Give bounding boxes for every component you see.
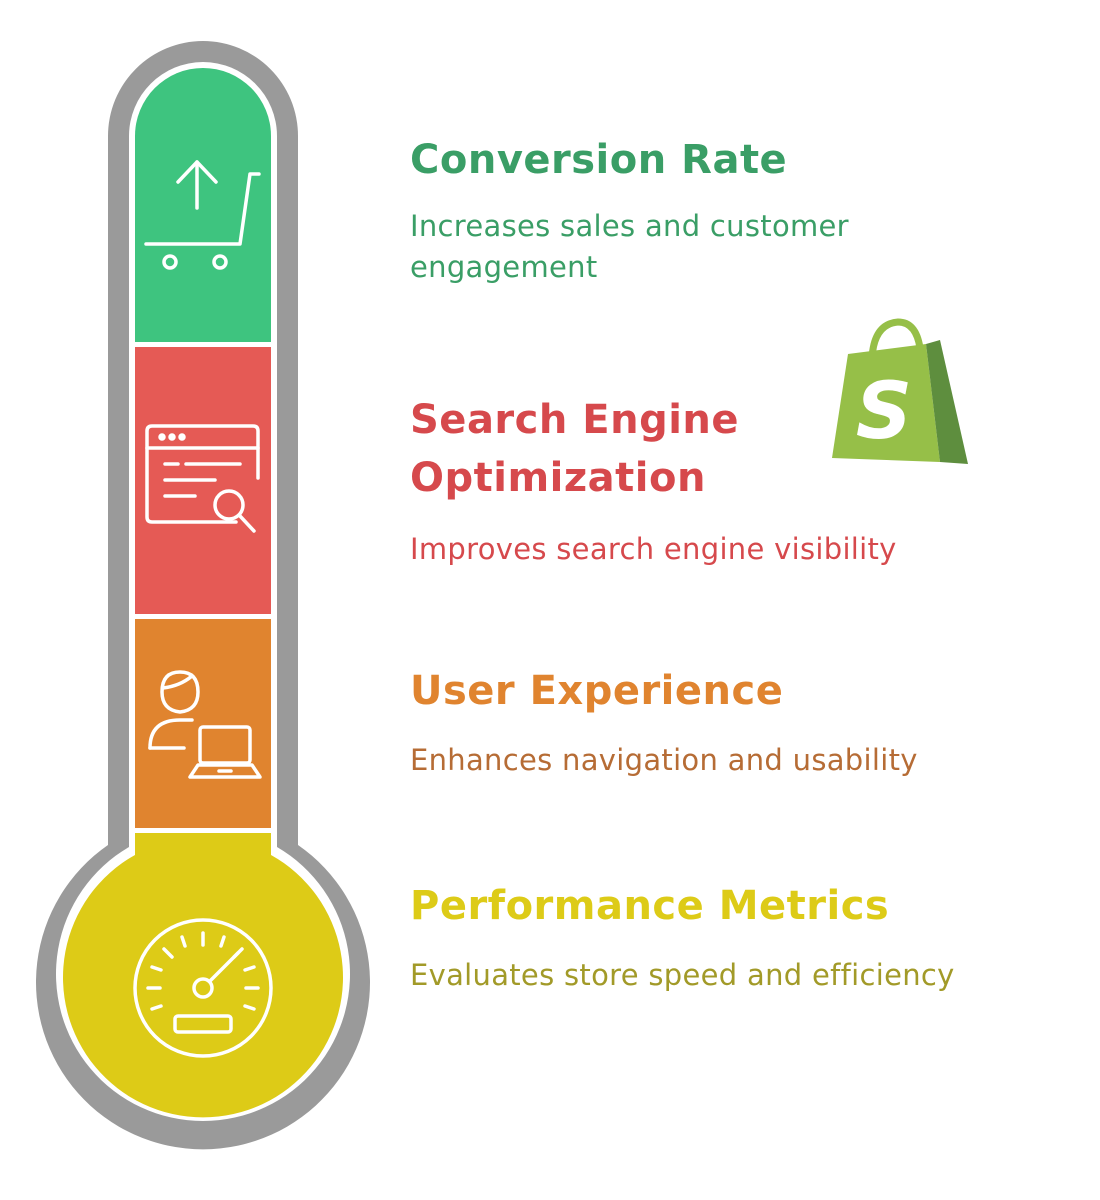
conversion-description: Increases sales and customer engagement [410,209,849,284]
seo-section: Search Engine Optimization Improves sear… [410,391,896,570]
performance-title: Performance Metrics [410,883,890,929]
ux-segment [135,619,271,828]
shopify-bag-logo: S [832,318,968,464]
performance-description: Evaluates store speed and efficiency [410,958,955,992]
ux-section: User Experience Enhances navigation and … [410,662,1070,781]
shopping-cart-arrow-up-icon [144,160,261,270]
speedometer-icon [133,918,273,1058]
conversion-section: Conversion Rate Increases sales and cust… [410,131,1070,288]
seo-description: Improves search engine visibility [410,532,897,566]
performance-section: Performance Metrics Evaluates store spee… [410,877,1070,996]
ux-description: Enhances navigation and usability [410,743,918,777]
seo-title: Search Engine Optimization [410,397,740,501]
thermometer-graphic [36,41,371,1150]
conversion-title: Conversion Rate [410,137,788,183]
ux-title: User Experience [410,668,784,714]
performance-segment [63,833,344,1118]
user-laptop-icon [148,670,262,779]
shopify-logo-letter: S [856,367,912,457]
webpage-search-icon [145,424,260,533]
conversion-segment [135,68,271,342]
